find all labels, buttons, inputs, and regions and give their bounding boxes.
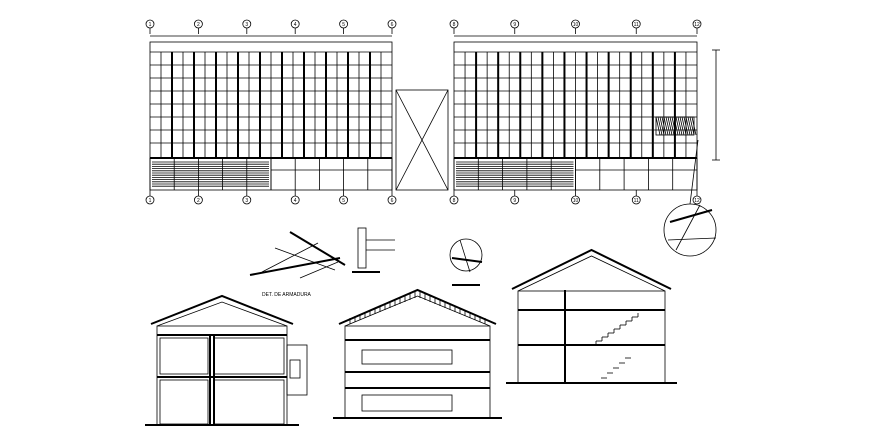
- axis-label: 10: [573, 198, 579, 204]
- cad-line: [669, 209, 713, 223]
- cad-line: [357, 227, 367, 269]
- roof-outline: [150, 294, 294, 325]
- section-right: [506, 248, 677, 384]
- axis-label: 1: [149, 22, 152, 28]
- axis-label: 5: [342, 198, 345, 204]
- axis-label: 11: [634, 22, 639, 28]
- axis-label: 8: [453, 198, 456, 204]
- cad-line: [249, 257, 341, 276]
- axis-label: 6: [391, 22, 394, 28]
- cad-line: [691, 116, 697, 136]
- cad-line: [681, 116, 687, 136]
- cad-line: [677, 116, 683, 136]
- roof-inner: [344, 295, 491, 327]
- cad-line: [687, 116, 693, 136]
- cad-line: [459, 239, 471, 273]
- roof-inner: [517, 255, 666, 292]
- cad-line: [657, 116, 663, 136]
- cad-line: [675, 204, 701, 251]
- cad-line: [671, 116, 677, 136]
- axis-label: 6: [391, 198, 394, 204]
- axis-label: 9: [513, 198, 516, 204]
- axis-label: 12: [694, 198, 700, 204]
- cad-line: [661, 116, 667, 136]
- cad-line: [451, 257, 483, 263]
- axis-label: 5: [342, 22, 345, 28]
- cad-line: [667, 116, 673, 136]
- floor-plan-right: 8 8 9 9 10 10 11 11 12 12: [449, 19, 702, 205]
- section-left: [145, 294, 299, 426]
- truss-detail: [249, 231, 346, 279]
- roof-inner: [156, 301, 288, 327]
- cad-line: [286, 344, 308, 396]
- cad-line: [299, 261, 339, 279]
- truss-detail-caption: DET. DE ARMADURA: [262, 292, 312, 298]
- cad-line: [669, 116, 675, 136]
- cad-line: [156, 325, 288, 426]
- building-sections: [145, 227, 677, 426]
- floor-plan-left: 1 1 2 2 3 3 4 4 5 5 6 6: [145, 19, 397, 205]
- cad-line: [213, 337, 285, 375]
- axis-label: 10: [573, 22, 579, 28]
- cad-line: [289, 359, 301, 379]
- cad-line: [361, 394, 453, 412]
- cad-line: [655, 116, 661, 136]
- cad-line: [679, 116, 685, 136]
- cad-line: [685, 116, 691, 136]
- cad-line: [289, 231, 346, 266]
- axis-label: 8: [453, 22, 456, 28]
- cad-line: [659, 116, 665, 136]
- cad-line: [683, 116, 689, 136]
- axis-label: 11: [634, 198, 639, 204]
- cad-line: [517, 290, 666, 384]
- cad-line: [675, 116, 681, 136]
- cad-line: [361, 349, 453, 365]
- axis-label: 3: [245, 198, 248, 204]
- corridor: [395, 89, 449, 191]
- cad-line: [395, 89, 449, 191]
- axis-label: 4: [294, 22, 297, 28]
- section-middle: [333, 288, 502, 419]
- axis-label: 9: [513, 22, 516, 28]
- cad-line: [159, 337, 209, 375]
- axis-label: 1: [149, 198, 152, 204]
- cad-line: [689, 116, 695, 136]
- axis-label: 2: [197, 198, 200, 204]
- cad-line: [663, 116, 669, 136]
- axis-label: 3: [245, 22, 248, 28]
- cad-line: [274, 247, 336, 271]
- cad-line: [667, 237, 717, 241]
- roof-outline: [511, 248, 672, 290]
- cad-line: [209, 334, 215, 426]
- cad-line: [261, 242, 319, 273]
- cad-line: [673, 116, 679, 136]
- cad-line: [689, 139, 699, 205]
- detail-circle: [449, 238, 483, 272]
- axis-label: 2: [197, 22, 200, 28]
- cad-line: [159, 379, 209, 425]
- axis-label: 4: [294, 198, 297, 204]
- cad-line: [213, 379, 285, 425]
- axis-label: 12: [694, 22, 700, 28]
- cad-line: [665, 116, 671, 136]
